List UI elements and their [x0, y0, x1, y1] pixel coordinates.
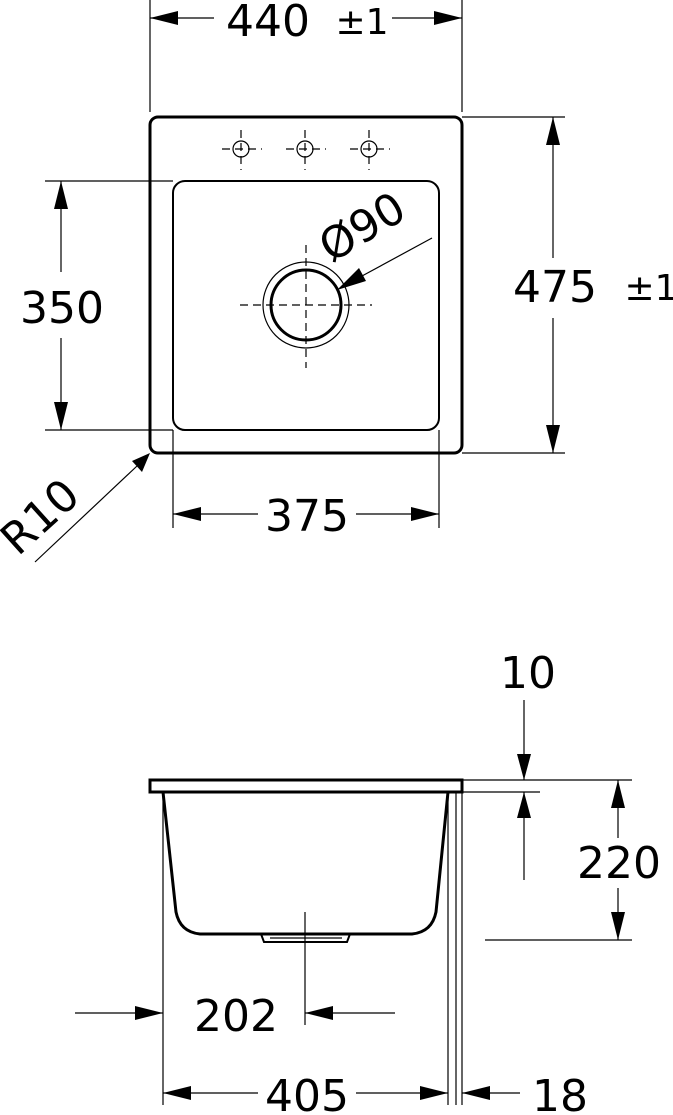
- dim-overhang-18: [462, 1086, 520, 1100]
- radius-label: R10: [0, 469, 90, 565]
- faucet-hole-right: [350, 130, 390, 170]
- dim-bowl-width-375: [172, 430, 440, 528]
- dim-depth-220: [485, 779, 632, 941]
- overhang-label: 18: [532, 1071, 588, 1115]
- width-tolerance: ±1: [335, 2, 388, 43]
- height-label: 475: [513, 262, 597, 313]
- dim-rim-10: [462, 700, 540, 880]
- sink-outline: [148, 115, 464, 455]
- bowl-width-label: 375: [265, 491, 349, 542]
- bowl-outline: [172, 180, 440, 431]
- dim-height-475: [462, 116, 565, 454]
- drain-diameter-label: Ø90: [311, 182, 415, 272]
- faucet-hole-center: [286, 130, 326, 170]
- bowl-body: [161, 791, 450, 936]
- drain-offset-label: 202: [194, 991, 278, 1042]
- bowl-width-side-label: 405: [265, 1071, 349, 1115]
- leader-drain: [337, 237, 433, 290]
- dim-drain-offset-202: [75, 1006, 395, 1020]
- leader-radius: [34, 453, 150, 563]
- width-label: 440: [226, 0, 310, 47]
- top-view: 440 ±1 475 ±1 350: [0, 0, 673, 565]
- drain-hole: [240, 245, 372, 368]
- depth-label: 220: [577, 838, 661, 889]
- bowl-height-label: 350: [20, 283, 104, 334]
- dim-bowl-height-350: [45, 180, 173, 431]
- sink-rim: [148, 778, 464, 794]
- faucet-hole-left: [222, 130, 262, 170]
- side-view: 10 220 202 405: [75, 648, 661, 1115]
- dim-width-440: [149, 0, 463, 112]
- height-tolerance: ±1: [624, 268, 673, 309]
- dim-bowl-width-405: [163, 1086, 448, 1100]
- rim-label: 10: [500, 648, 556, 699]
